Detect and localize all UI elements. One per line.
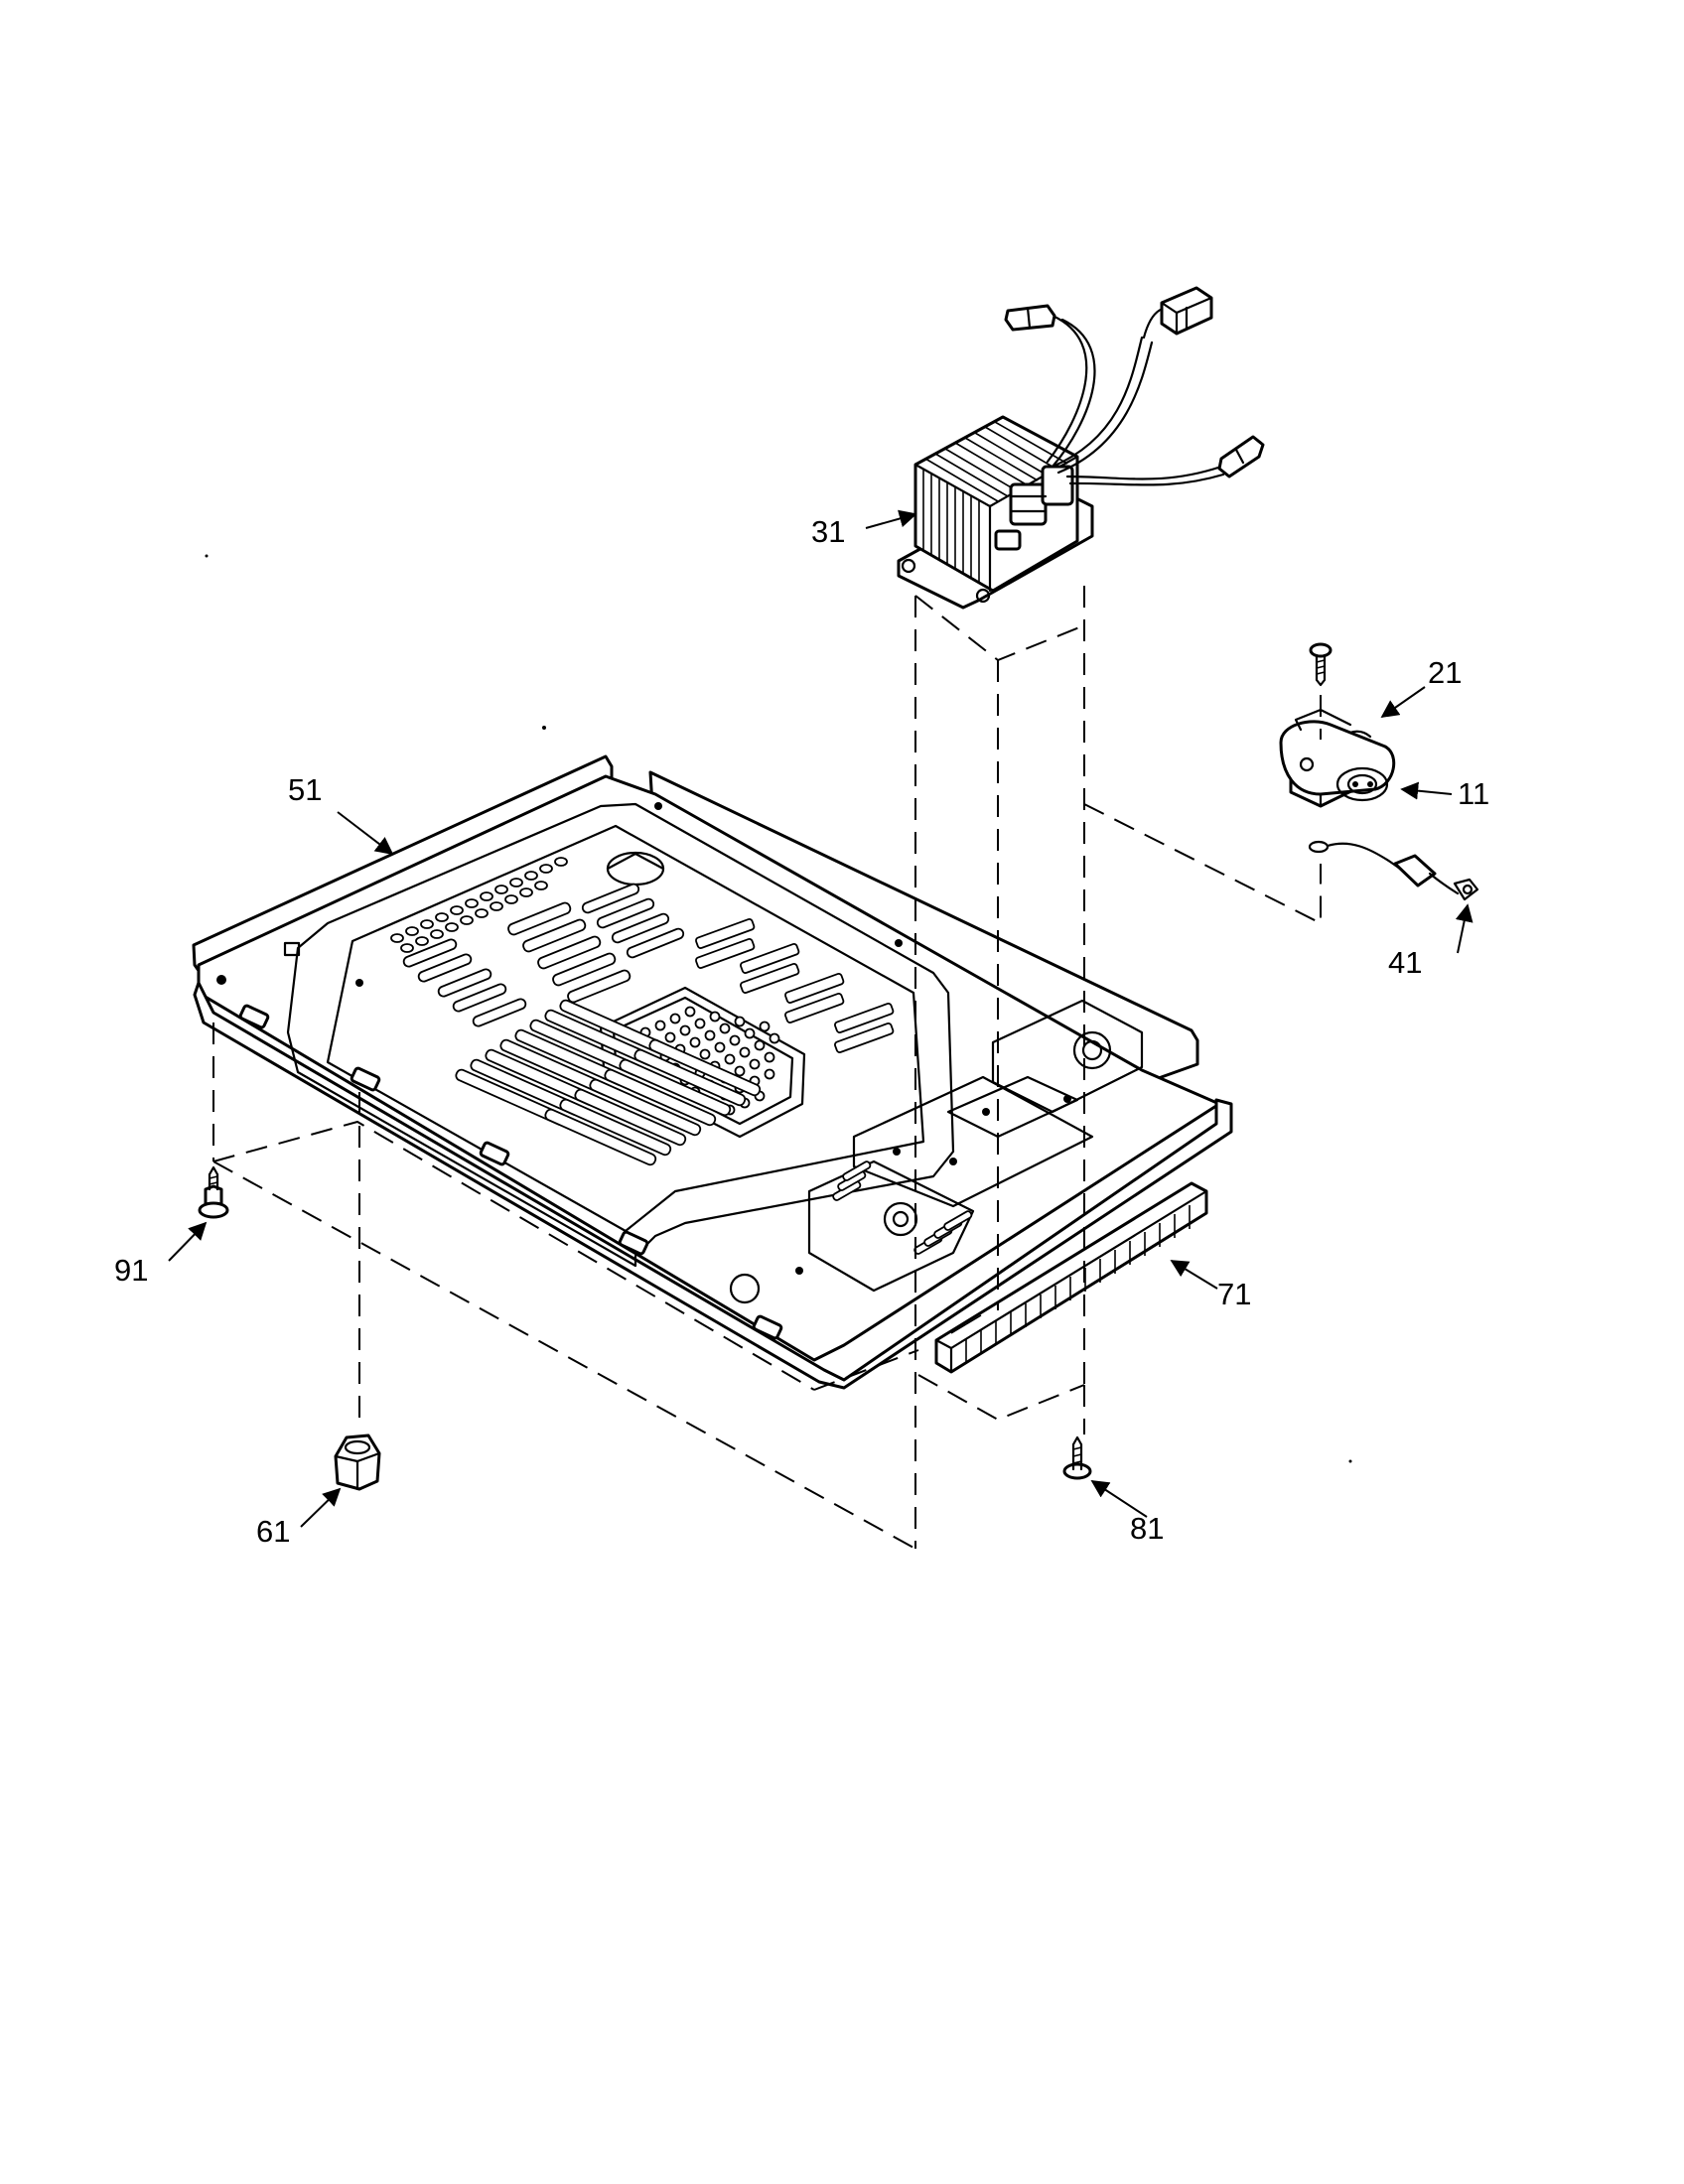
callout-11: 11: [1458, 776, 1489, 811]
base-louvres-right: [695, 917, 895, 1053]
transformer-connector-left: [1004, 304, 1056, 332]
screw-81: [1062, 1435, 1092, 1480]
callout-21: 21: [1428, 655, 1462, 690]
transformer-connector-top: [1160, 286, 1213, 336]
base-louvres-upper: [402, 883, 685, 1027]
base-vent-dots-left: [390, 857, 568, 953]
callout-91: 91: [114, 1253, 148, 1288]
base-plate: [192, 754, 1233, 1390]
transformer-connector-right: [1217, 435, 1265, 478]
screw-91: [198, 1165, 229, 1219]
diode-wire: [1308, 840, 1479, 901]
callout-81: 81: [1130, 1511, 1164, 1546]
gasket-strip: [934, 1181, 1208, 1374]
callout-51: 51: [288, 772, 322, 807]
transformer: [897, 286, 1265, 610]
callout-41: 41: [1388, 945, 1422, 980]
base-feet: [238, 1004, 783, 1340]
base-louvres-lower: [455, 999, 762, 1166]
callout-leaders: [168, 509, 1474, 1528]
capacitor: [1279, 708, 1396, 802]
assembly-guide-lines: [212, 586, 1322, 1550]
capacitor-screw: [1309, 642, 1333, 687]
nut-61: [334, 1433, 381, 1491]
callout-31: 31: [811, 514, 845, 549]
callout-71: 71: [1217, 1277, 1251, 1311]
callout-61: 61: [256, 1514, 290, 1549]
